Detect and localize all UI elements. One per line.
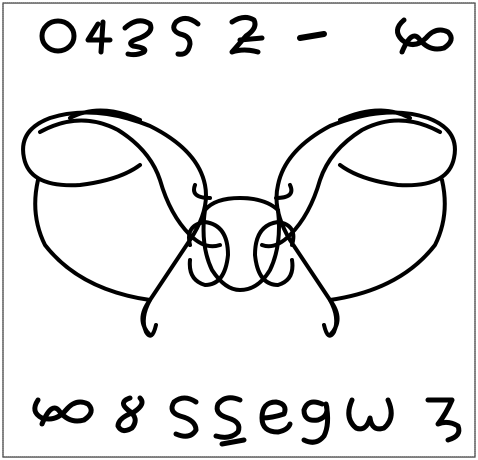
top-symbol-row (42, 17, 451, 54)
knot-left-tail (144, 300, 156, 336)
knot-right-outer (330, 180, 445, 300)
top-symbol-5 (232, 17, 262, 52)
bottom-symbol-4 (216, 398, 244, 444)
knot-center-bowl (204, 210, 279, 290)
top-symbol-3 (125, 21, 151, 55)
top-symbol-1 (42, 21, 74, 51)
bottom-symbol-7 (349, 400, 391, 429)
bottom-symbol-8 (428, 400, 459, 440)
figure-border (3, 3, 475, 457)
top-symbol-4 (174, 18, 198, 54)
top-symbol-6 (300, 34, 324, 38)
bottom-symbol-5 (262, 402, 290, 432)
knot-right-loop (277, 113, 455, 335)
knot-right-tail (324, 300, 336, 336)
knot-left-outer (35, 180, 150, 300)
bottom-symbol-1 (35, 400, 91, 424)
bottom-symbol-3 (172, 398, 196, 436)
bottom-symbol-6 (304, 402, 328, 442)
top-symbol-2 (88, 22, 110, 52)
knot-diagram (23, 110, 455, 335)
bottom-symbol-row (35, 398, 459, 444)
knot-center-top (205, 198, 278, 210)
bottom-symbol-2 (118, 398, 142, 431)
top-symbol-7 (397, 20, 451, 52)
